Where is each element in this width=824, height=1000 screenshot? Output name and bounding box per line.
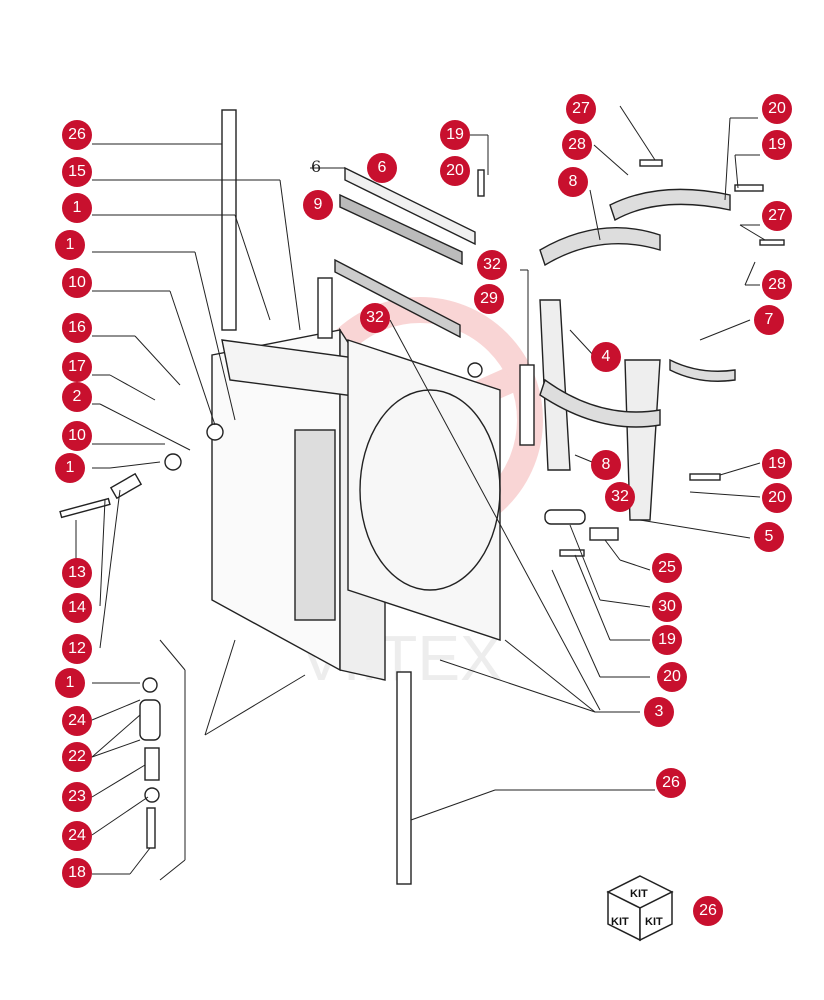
callout-4[interactable]: 4 (591, 342, 621, 372)
callout-12[interactable]: 12 (62, 634, 92, 664)
washer-10 (206, 423, 224, 441)
callout-32[interactable]: 32 (477, 250, 507, 280)
callout-19[interactable]: 19 (762, 449, 792, 479)
valve-25 (589, 527, 619, 541)
callout-22[interactable]: 22 (62, 742, 92, 772)
callout-27[interactable]: 27 (566, 94, 596, 124)
nut-29 (467, 362, 483, 378)
kit-label-right: KIT (645, 916, 663, 928)
bracket-plate-left (317, 277, 333, 339)
callout-14[interactable]: 14 (62, 593, 92, 623)
callout-26[interactable]: 26 (656, 768, 686, 798)
callout-29[interactable]: 29 (474, 284, 504, 314)
ring-segment-right-top (609, 188, 731, 222)
callout-10[interactable]: 10 (62, 268, 92, 298)
callout-32[interactable]: 32 (360, 303, 390, 333)
spacer-23 (144, 747, 160, 781)
callout-16[interactable]: 16 (62, 313, 92, 343)
strip-seal (334, 258, 461, 339)
washer-24b (144, 787, 160, 803)
callout-10[interactable]: 10 (62, 421, 92, 451)
callout-30[interactable]: 30 (652, 592, 682, 622)
callout-24[interactable]: 24 (62, 706, 92, 736)
bolt-upper (477, 169, 485, 197)
callout-20[interactable]: 20 (440, 156, 470, 186)
callout-18[interactable]: 18 (62, 858, 92, 888)
kit-label-top: KIT (630, 888, 648, 900)
ring-segment-upper (539, 227, 661, 267)
callout-20[interactable]: 20 (762, 94, 792, 124)
callout-1[interactable]: 1 (55, 453, 85, 483)
callout-20[interactable]: 20 (657, 662, 687, 692)
hose-30 (544, 509, 586, 525)
label-6-plain: 6 (311, 157, 322, 176)
rail-bottom (396, 671, 412, 885)
callout-26-kit[interactable]: 26 (693, 896, 723, 926)
callout-8[interactable]: 8 (591, 450, 621, 480)
callout-28[interactable]: 28 (562, 130, 592, 160)
rail-top (221, 109, 237, 331)
callout-24[interactable]: 24 (62, 821, 92, 851)
bolt-right-27 (759, 239, 785, 246)
bracket-plate-right (519, 364, 535, 446)
bolt-right-top (734, 184, 764, 192)
ring-segment-lower (539, 378, 661, 428)
fan-shroud (347, 339, 501, 641)
callout-26[interactable]: 26 (62, 120, 92, 150)
callout-2[interactable]: 2 (62, 382, 92, 412)
callout-19[interactable]: 19 (440, 120, 470, 150)
callout-7[interactable]: 7 (754, 305, 784, 335)
callout-1[interactable]: 1 (55, 668, 85, 698)
bolt-27a (639, 159, 663, 167)
callout-20[interactable]: 20 (762, 483, 792, 513)
ring-segment-right-bottom (669, 358, 736, 382)
bolt-18 (146, 807, 156, 849)
leader-lines (75, 105, 766, 881)
callout-9[interactable]: 9 (303, 190, 333, 220)
washer-24a (142, 677, 158, 693)
callout-1[interactable]: 1 (55, 230, 85, 260)
callout-6[interactable]: 6 (367, 153, 397, 183)
callout-23[interactable]: 23 (62, 782, 92, 812)
callout-19[interactable]: 19 (652, 625, 682, 655)
callout-3[interactable]: 3 (644, 697, 674, 727)
spacer-12 (109, 472, 143, 500)
callout-1[interactable]: 1 (62, 193, 92, 223)
callout-27[interactable]: 27 (762, 201, 792, 231)
strip-6 (344, 166, 476, 246)
strip-9 (339, 193, 463, 266)
callout-28[interactable]: 28 (762, 270, 792, 300)
support-arm-4 (539, 299, 571, 471)
bolt-13 (59, 497, 111, 519)
callout-17[interactable]: 17 (62, 352, 92, 382)
callout-8[interactable]: 8 (558, 167, 588, 197)
callout-19[interactable]: 19 (762, 130, 792, 160)
mount-22 (139, 699, 161, 741)
bolt-19d (559, 549, 585, 557)
callout-15[interactable]: 15 (62, 157, 92, 187)
callout-25[interactable]: 25 (652, 553, 682, 583)
callout-13[interactable]: 13 (62, 558, 92, 588)
support-arm-5 (624, 359, 661, 521)
washer-1 (164, 453, 182, 471)
bolt-side-19 (689, 473, 721, 481)
callout-5[interactable]: 5 (754, 522, 784, 552)
kit-label-left: KIT (611, 916, 629, 928)
callout-32[interactable]: 32 (605, 482, 635, 512)
kit-box-icon (606, 875, 674, 942)
